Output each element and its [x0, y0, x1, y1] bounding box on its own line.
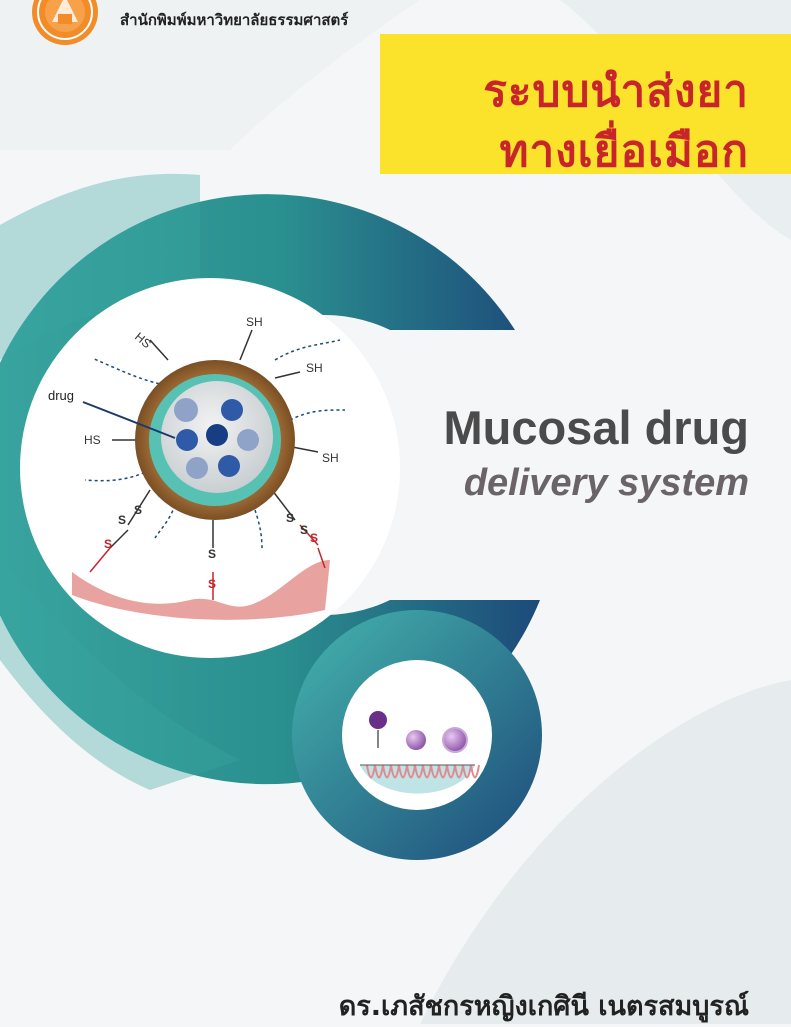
- svg-text:S: S: [286, 511, 294, 525]
- thai-title-line-1: ระบบนำส่งยา: [483, 66, 749, 117]
- author-name: ดร.เภสัชกรหญิงเกศินี เนตรสมบูรณ์: [338, 991, 749, 1022]
- svg-text:SH: SH: [246, 315, 263, 329]
- svg-text:HS: HS: [84, 433, 101, 447]
- disulfide-labels: S S S S S S S S: [104, 503, 318, 591]
- svg-text:SH: SH: [306, 361, 323, 375]
- svg-text:S: S: [208, 577, 216, 591]
- svg-text:S: S: [104, 537, 112, 551]
- english-title: Mucosal drug: [443, 401, 749, 454]
- thiol-labels: HS SH SH HS SH: [84, 315, 339, 465]
- thai-title-line-2: ทางเยื่อเมือก: [499, 126, 749, 177]
- thai-title-box: ระบบนำส่งยา ทางเยื่อเมือก: [380, 34, 791, 177]
- svg-text:S: S: [310, 531, 318, 545]
- english-subtitle: delivery system: [463, 462, 749, 504]
- nanoparticle: [135, 360, 295, 520]
- publisher-name: สำนักพิมพ์มหาวิทยาลัยธรรมศาสตร์: [120, 11, 349, 29]
- mucus-layer: [72, 560, 330, 620]
- small-ring: [292, 610, 542, 860]
- svg-text:S: S: [118, 513, 126, 527]
- svg-text:SH: SH: [322, 451, 339, 465]
- publisher-header: สำนักพิมพ์มหาวิทยาลัยธรรมศาสตร์: [0, 0, 791, 50]
- drug-pointer: [82, 401, 176, 439]
- university-logo-icon: [32, 0, 98, 45]
- disulfide-bonds: [89, 329, 326, 600]
- drug-label: drug: [48, 388, 74, 403]
- svg-text:S: S: [208, 547, 216, 561]
- svg-text:S: S: [134, 503, 142, 517]
- svg-text:S: S: [300, 523, 308, 537]
